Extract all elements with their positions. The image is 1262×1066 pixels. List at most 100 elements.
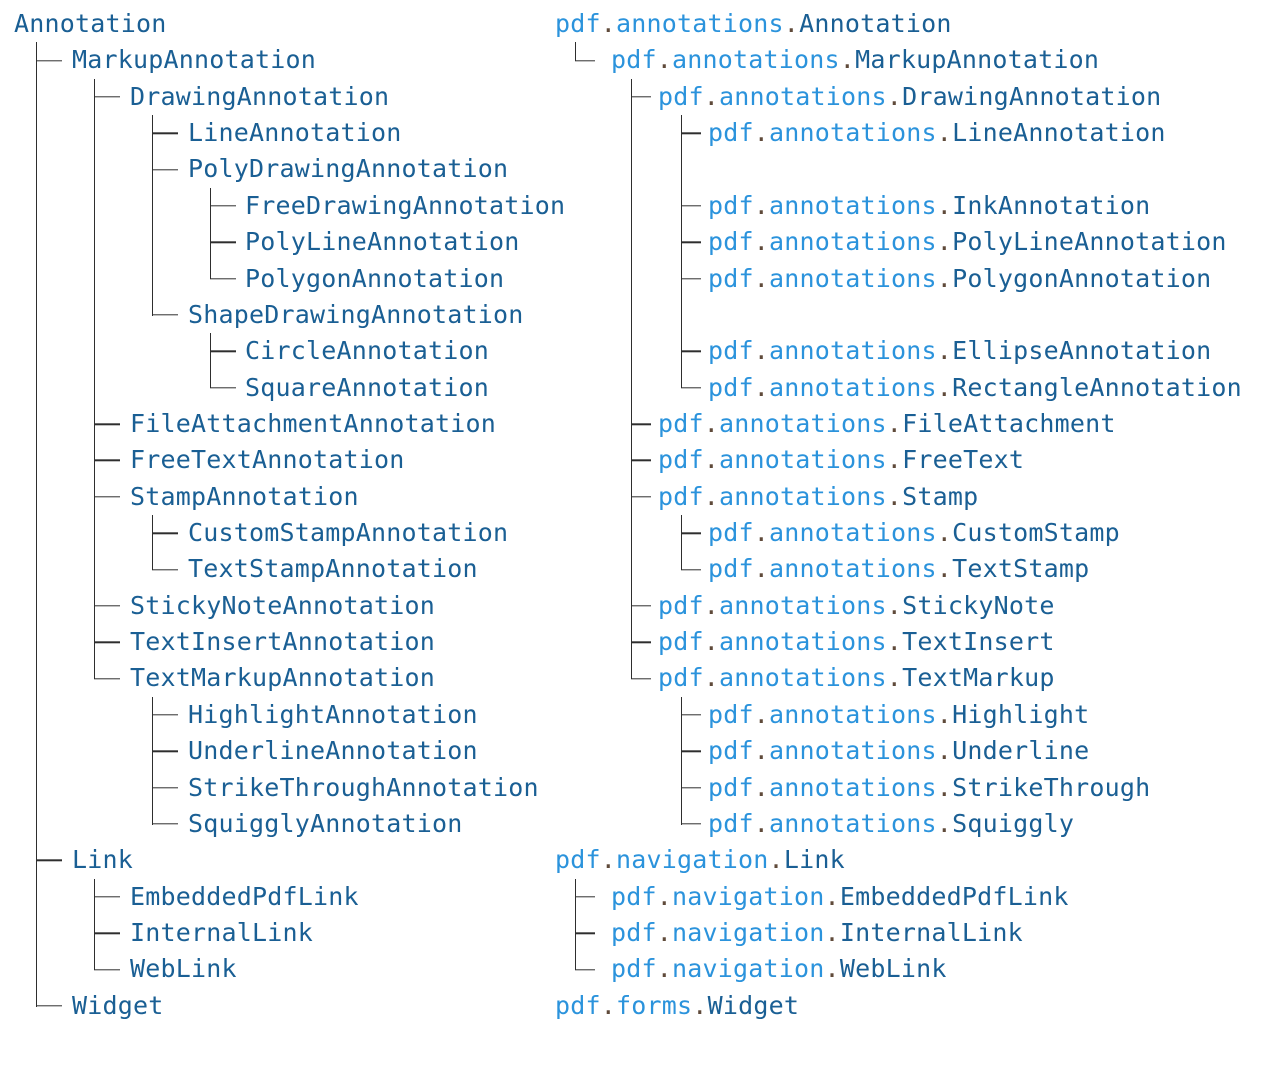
tree-line bbox=[36, 296, 38, 334]
class-name: HighlightAnnotation bbox=[188, 699, 478, 729]
dot-separator: . bbox=[753, 518, 770, 548]
class-name: Annotation bbox=[14, 9, 167, 38]
class-text: WebLink bbox=[839, 954, 947, 984]
namespace-text: pdf bbox=[708, 372, 754, 402]
dot-separator: . bbox=[936, 227, 953, 257]
tree-line bbox=[681, 151, 683, 188]
api-path: pdf.annotations.StrikeThrough bbox=[708, 770, 1150, 806]
namespace-text: annotations bbox=[719, 408, 887, 438]
tree-line bbox=[152, 805, 154, 825]
tree-line bbox=[575, 951, 577, 971]
class-text: EmbeddedPdfLink bbox=[839, 881, 1069, 911]
dot-separator: . bbox=[703, 627, 720, 657]
namespace-text: pdf bbox=[658, 627, 704, 657]
tree-line bbox=[681, 787, 701, 789]
dot-separator: . bbox=[600, 990, 617, 1020]
namespace-text: annotations bbox=[616, 9, 784, 38]
api-path: pdf.annotations.Annotation bbox=[555, 6, 952, 42]
tree-row: PolyDrawingAnnotation bbox=[0, 151, 1262, 188]
tree-line bbox=[94, 96, 120, 98]
class-text: FileAttachment bbox=[902, 408, 1116, 438]
tree-row: ShapeDrawingAnnotation bbox=[0, 296, 1262, 334]
namespace-text: pdf bbox=[708, 699, 754, 729]
dot-separator: . bbox=[703, 481, 720, 511]
tree-line bbox=[631, 333, 633, 370]
class-name: SquareAnnotation bbox=[245, 372, 490, 402]
class-name: MarkupAnnotation bbox=[72, 45, 317, 75]
tree-row: TextInsertAnnotation pdf.annotations.Text… bbox=[0, 624, 1262, 661]
dot-separator: . bbox=[753, 736, 770, 766]
tree-line bbox=[681, 241, 701, 244]
namespace-text: pdf bbox=[555, 9, 601, 38]
tree-line bbox=[681, 532, 701, 534]
api-path: pdf.annotations.TextInsert bbox=[658, 624, 1055, 660]
tree-line bbox=[36, 878, 38, 915]
class-text: Underline bbox=[952, 736, 1090, 766]
tree-line bbox=[94, 932, 120, 934]
namespace-text: annotations bbox=[769, 808, 937, 838]
class-name: FreeDrawingAnnotation bbox=[245, 190, 566, 220]
dot-separator: . bbox=[886, 408, 903, 438]
tree-line bbox=[631, 96, 651, 98]
tree-line bbox=[210, 277, 236, 280]
class-text: EllipseAnnotation bbox=[952, 336, 1212, 366]
tree-line bbox=[152, 168, 178, 171]
tree-line bbox=[631, 115, 633, 152]
namespace-text: pdf bbox=[611, 917, 657, 947]
tree-line bbox=[36, 78, 38, 116]
tree-line bbox=[36, 187, 38, 225]
class-name: InternalLink bbox=[130, 917, 314, 947]
namespace-text: pdf bbox=[708, 227, 754, 257]
tree-line bbox=[94, 296, 96, 334]
namespace-text: pdf bbox=[708, 772, 754, 802]
tree-line bbox=[36, 333, 38, 370]
dot-separator: . bbox=[753, 372, 770, 402]
class-name: TextMarkupAnnotation bbox=[130, 663, 436, 693]
dot-separator: . bbox=[886, 481, 903, 511]
tree-line bbox=[210, 241, 236, 244]
dot-separator: . bbox=[936, 808, 953, 838]
api-path: pdf.annotations.RectangleAnnotation bbox=[708, 370, 1242, 406]
namespace-text: annotations bbox=[769, 699, 937, 729]
namespace-text: pdf bbox=[658, 481, 704, 511]
class-name: PolyLineAnnotation bbox=[245, 227, 520, 257]
tree-line bbox=[152, 823, 178, 825]
api-path: pdf.annotations.EllipseAnnotation bbox=[708, 333, 1211, 369]
dot-separator: . bbox=[753, 190, 770, 220]
tree-line bbox=[575, 932, 595, 934]
api-path: pdf.annotations.CustomStamp bbox=[708, 515, 1120, 551]
tree-line bbox=[94, 151, 96, 188]
class-name: TextInsertAnnotation bbox=[130, 627, 436, 657]
tree-line bbox=[681, 568, 701, 571]
class-name: StrikeThroughAnnotation bbox=[188, 772, 539, 802]
dot-separator: . bbox=[936, 372, 953, 402]
dot-separator: . bbox=[753, 554, 770, 584]
dot-separator: . bbox=[824, 917, 840, 947]
tree-line bbox=[631, 677, 651, 680]
dot-separator: . bbox=[886, 81, 903, 111]
class-name: TextStampAnnotation bbox=[188, 554, 478, 584]
tree-line bbox=[36, 515, 38, 552]
dot-separator: . bbox=[768, 845, 784, 875]
namespace-text: annotations bbox=[769, 336, 937, 366]
tree-line bbox=[36, 478, 38, 516]
namespace-text: pdf bbox=[708, 118, 754, 148]
tree-line bbox=[631, 260, 633, 297]
class-text: Highlight bbox=[952, 699, 1090, 729]
class-text: InternalLink bbox=[839, 917, 1023, 947]
dot-separator: . bbox=[936, 554, 953, 584]
dot-separator: . bbox=[936, 118, 953, 148]
api-path: pdf.navigation.Link bbox=[555, 842, 845, 878]
namespace-text: pdf bbox=[555, 845, 601, 875]
dot-separator: . bbox=[936, 736, 953, 766]
dot-separator: . bbox=[886, 445, 903, 475]
dot-separator: . bbox=[936, 190, 953, 220]
tree-line bbox=[152, 568, 178, 571]
